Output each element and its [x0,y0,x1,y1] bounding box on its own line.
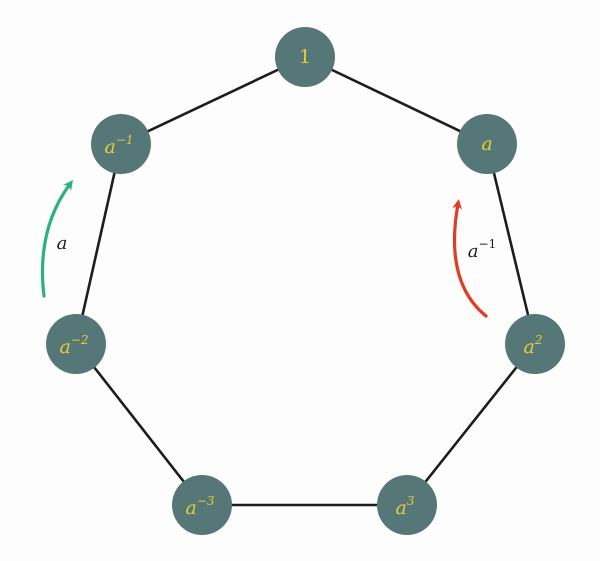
node-label: a [481,133,492,155]
edge-am2-am1 [74,142,123,346]
forward-arrow-label: a [57,233,68,254]
node-a-inverse: a−1 [91,114,151,174]
node-label: a3 [396,494,415,520]
heptagon-edges [74,55,537,507]
node-circle [46,314,106,374]
node-label: a2 [524,333,543,359]
node-circle [377,475,437,535]
node-circle [91,114,151,174]
node-label: a−1 [104,133,133,159]
node-circle [457,114,517,174]
node-a-squared: a2 [505,314,565,374]
node-label: a−2 [59,333,88,359]
node-a: a [457,114,517,174]
inverse-arrow-curve [452,199,488,318]
node-label: a−3 [185,494,214,520]
forward-arrow: a [40,179,73,298]
edge-am3-am2 [74,342,204,507]
edge-am1-1 [119,55,307,146]
edge-a2-a3 [405,342,537,507]
inverse-arrow-label: a−1 [468,237,496,263]
node-identity: 1 [275,27,335,87]
node-a-inverse-squared: a−2 [46,314,106,374]
edge-a-a2 [485,142,537,346]
forward-arrow-curve [40,179,73,298]
node-a-inverse-cubed: a−3 [172,475,232,535]
node-circle [275,27,335,87]
inverse-arrow: a−1 [452,199,496,318]
node-label: 1 [299,46,311,68]
edge-1-a [303,55,489,146]
node-circle [505,314,565,374]
node-a-cubed: a3 [377,475,437,535]
node-circle [172,475,232,535]
